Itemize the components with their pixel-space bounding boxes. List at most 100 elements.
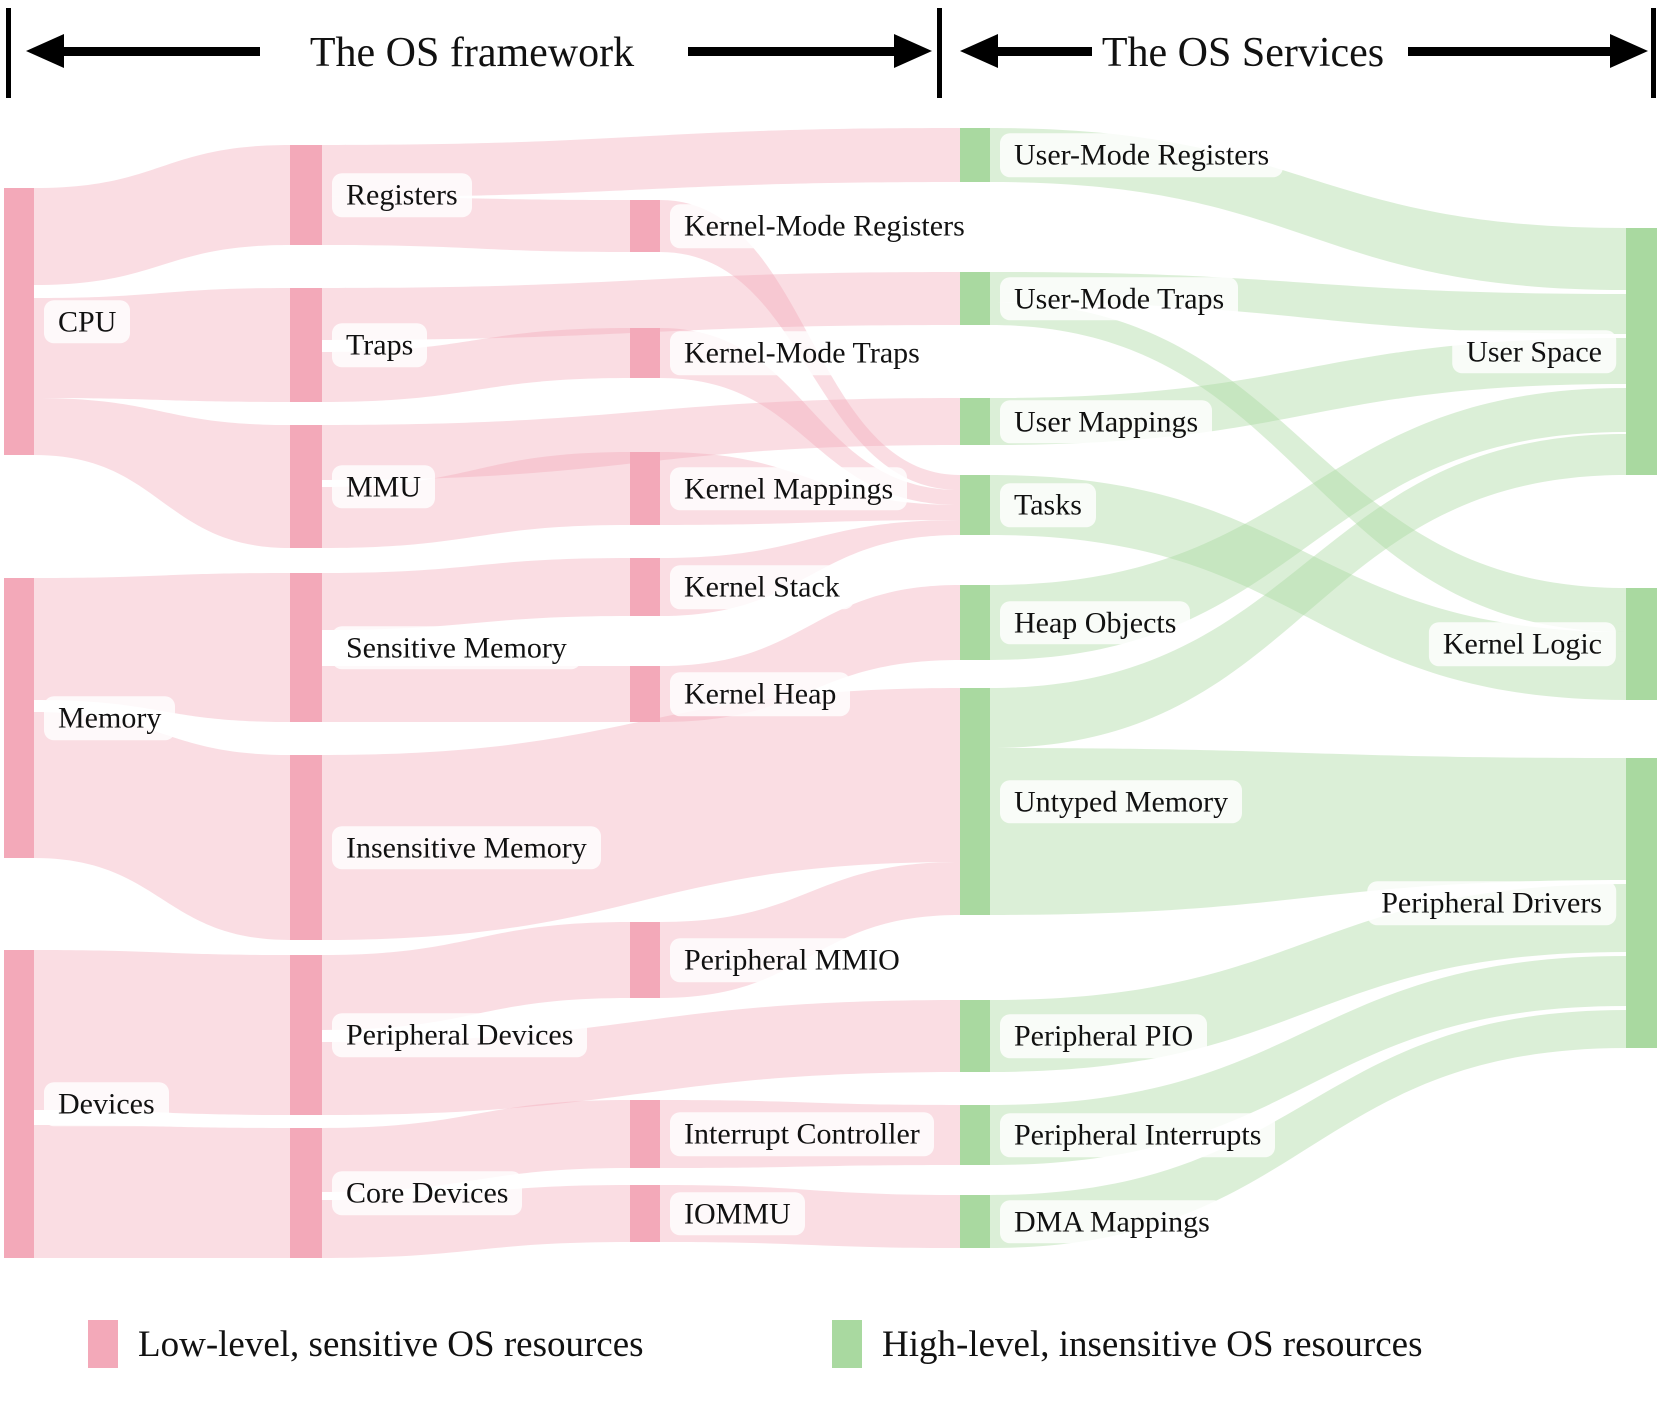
flow-peripheral-devices-to-peripheral-mmio	[322, 922, 630, 1030]
services-left-arrow-head	[960, 34, 998, 68]
node-label-memory: Memory	[44, 696, 176, 740]
node-bar-kernel-logic	[1626, 588, 1657, 700]
legend-item-sensitive: Low-level, sensitive OS resources	[88, 1320, 644, 1368]
node-label-core-devices: Core Devices	[332, 1171, 523, 1215]
flow-untyped-memory-to-user-space	[990, 434, 1626, 748]
node-bar-untyped-memory	[960, 688, 990, 915]
node-label-kernel-logic: Kernel Logic	[1428, 622, 1616, 666]
node-label-user-mappings: User Mappings	[1000, 399, 1213, 444]
services-left-arrow-shaft	[994, 47, 1092, 56]
legend-item-insensitive: High-level, insensitive OS resources	[832, 1320, 1423, 1368]
flow-registers-to-um-registers	[322, 128, 960, 197]
node-bar-um-traps	[960, 272, 990, 325]
flow-heap-objects-to-user-space	[990, 388, 1626, 660]
framework-section-title: The OS framework	[309, 30, 635, 76]
flow-insensitive-memory-to-untyped-memory	[322, 688, 960, 940]
node-bar-kernel-mappings	[630, 452, 660, 525]
node-label-untyped-memory: Untyped Memory	[1000, 779, 1243, 824]
node-label-kernel-stack: Kernel Stack	[670, 565, 854, 609]
left-boundary-tick	[6, 8, 11, 98]
node-bar-kernel-stack	[630, 558, 660, 616]
node-label-kernel-mappings: Kernel Mappings	[670, 466, 908, 511]
node-label-dma-mappings: DMA Mappings	[1000, 1199, 1224, 1244]
node-label-registers: Registers	[332, 173, 472, 217]
legend: Low-level, sensitive OS resources High-l…	[0, 1318, 1662, 1388]
framework-right-arrow-head	[894, 34, 932, 68]
node-label-um-traps: User-Mode Traps	[1000, 276, 1239, 321]
node-label-um-registers: User-Mode Registers	[1000, 133, 1284, 177]
node-label-insensitive-memory: Insensitive Memory	[332, 825, 601, 870]
framework-right-arrow-shaft	[688, 47, 900, 56]
legend-sensitive-label: Low-level, sensitive OS resources	[138, 1323, 644, 1365]
flow-devices-to-peripheral-devices	[34, 950, 290, 1115]
framework-left-arrow-shaft	[58, 47, 260, 56]
insensitive-color-swatch	[832, 1320, 862, 1368]
node-label-heap-objects: Heap Objects	[1000, 600, 1191, 645]
node-bar-cpu	[4, 188, 34, 455]
legend-insensitive-label: High-level, insensitive OS resources	[882, 1323, 1423, 1365]
node-bar-peripheral-devices	[290, 955, 322, 1115]
flow-peripheral-interrupts-to-peripheral-drivers	[990, 956, 1626, 1165]
flow-sensitive-memory-to-kernel-stack	[322, 558, 630, 630]
flow-um-traps-to-kernel-logic	[990, 302, 1626, 632]
node-bar-mmu	[290, 425, 322, 548]
node-bar-kernel-heap	[630, 666, 660, 722]
node-bar-sensitive-memory	[290, 573, 322, 722]
node-label-tasks: Tasks	[1000, 483, 1096, 527]
node-bar-peripheral-pio	[960, 1000, 990, 1072]
node-label-peripheral-pio: Peripheral PIO	[1000, 1014, 1208, 1058]
node-label-km-registers: Kernel-Mode Registers	[670, 204, 979, 248]
node-bar-um-registers	[960, 128, 990, 182]
node-label-peripheral-devices: Peripheral Devices	[332, 1013, 588, 1057]
node-bar-interrupt-controller	[630, 1100, 660, 1168]
framework-left-arrow-head	[26, 34, 64, 68]
flow-memory-to-sensitive-memory	[34, 573, 290, 722]
services-right-arrow-shaft	[1408, 47, 1616, 56]
node-label-sensitive-memory: Sensitive Memory	[332, 625, 581, 670]
flow-core-devices-to-interrupt-controller	[322, 1100, 630, 1192]
flow-traps-to-km-traps	[322, 328, 630, 402]
node-label-iommu: IOMMU	[670, 1191, 805, 1236]
flow-dma-mappings-to-peripheral-drivers	[990, 1010, 1626, 1248]
header-annotation	[6, 8, 1656, 98]
node-bar-memory	[4, 578, 34, 858]
services-section-title: The OS Services	[1101, 30, 1385, 76]
node-bar-registers	[290, 145, 322, 245]
flow-memory-to-insensitive-memory	[34, 712, 290, 940]
node-bar-insensitive-memory	[290, 755, 322, 940]
node-bar-heap-objects	[960, 585, 990, 660]
node-label-peripheral-interrupts: Peripheral Interrupts	[1000, 1113, 1276, 1157]
node-bar-km-traps	[630, 328, 660, 378]
node-label-peripheral-mmio: Peripheral MMIO	[670, 938, 914, 982]
node-label-traps: Traps	[332, 323, 428, 367]
node-bar-tasks	[960, 475, 990, 535]
node-bar-km-registers	[630, 200, 660, 252]
middle-boundary-tick	[937, 8, 942, 98]
flow-cpu-to-registers	[34, 145, 290, 285]
sensitive-color-swatch	[88, 1320, 118, 1368]
node-bar-user-space	[1626, 228, 1657, 475]
node-bar-dma-mappings	[960, 1195, 990, 1248]
node-label-peripheral-drivers: Peripheral Drivers	[1367, 881, 1616, 925]
right-boundary-tick	[1651, 8, 1656, 98]
node-bar-core-devices	[290, 1128, 322, 1258]
node-bar-iommu	[630, 1185, 660, 1242]
flow-sensitive-memory-to-kernel-heap	[322, 666, 630, 722]
node-bar-traps	[290, 288, 322, 402]
flow-mmu-to-user-mappings	[322, 398, 960, 480]
flow-devices-to-core-devices	[34, 1125, 290, 1258]
node-label-devices: Devices	[44, 1082, 169, 1126]
node-label-user-space: User Space	[1452, 329, 1616, 374]
node-bar-devices	[4, 950, 34, 1258]
node-label-kernel-heap: Kernel Heap	[670, 672, 851, 716]
node-bar-peripheral-drivers	[1626, 758, 1657, 1048]
flow-mmu-to-kernel-mappings	[322, 452, 630, 548]
node-label-cpu: CPU	[44, 299, 131, 344]
flow-cpu-to-mmu	[34, 398, 290, 548]
node-label-interrupt-controller: Interrupt Controller	[670, 1112, 934, 1156]
node-bar-peripheral-mmio	[630, 922, 660, 998]
node-bar-user-mappings	[960, 398, 990, 445]
services-right-arrow-head	[1610, 34, 1648, 68]
node-label-km-traps: Kernel-Mode Traps	[670, 331, 934, 375]
